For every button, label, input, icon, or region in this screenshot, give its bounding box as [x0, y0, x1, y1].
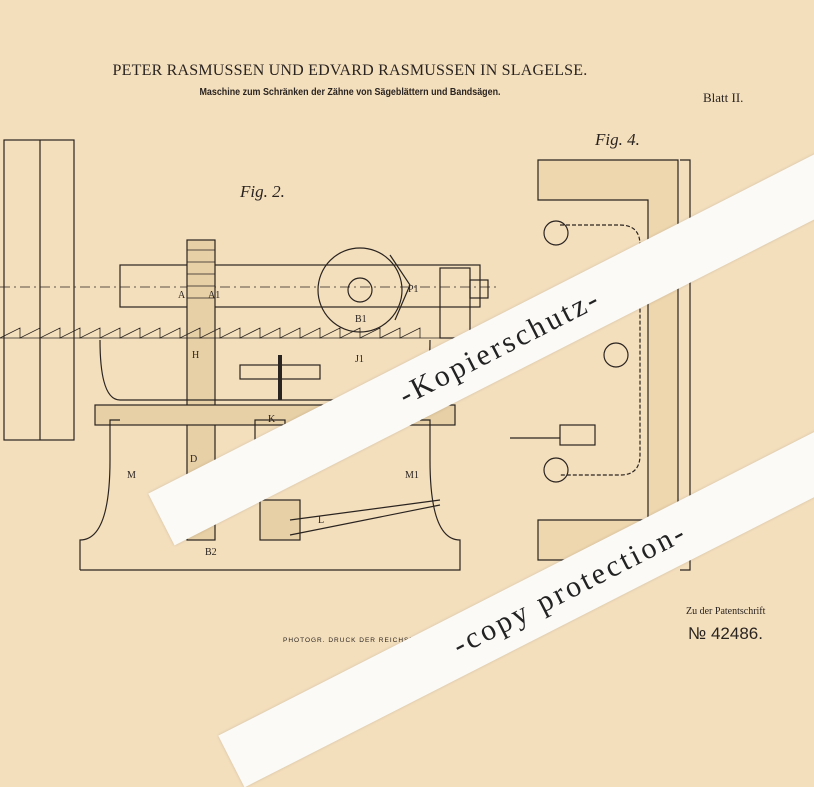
- label-m: M: [127, 470, 136, 481]
- label-k: K: [268, 414, 276, 425]
- label-b2: B2: [205, 547, 217, 558]
- pulley: [3, 139, 75, 441]
- patent-title: PETER RASMUSSEN UND EDVARD RASMUSSEN IN …: [112, 62, 588, 79]
- label-a1: A1: [208, 290, 220, 301]
- label-p1: P1: [408, 284, 419, 295]
- patent-number: № 42486.: [688, 624, 763, 643]
- label-b1: B1: [355, 314, 367, 325]
- label-m1: M1: [405, 470, 419, 481]
- patent-prefix: Zu der Patentschrift: [686, 606, 766, 617]
- figure-4-label: Fig. 4.: [595, 130, 640, 149]
- figure-2-label: Fig. 2.: [240, 182, 285, 201]
- label-l: L: [318, 515, 324, 526]
- label-j1: J1: [355, 354, 364, 365]
- label-h: H: [192, 350, 199, 361]
- label-a: A: [178, 290, 186, 301]
- fig4-frame: [537, 159, 679, 561]
- printer-note: PHOTOGR. DRUCK DER REICHSD: [283, 637, 416, 644]
- sheet-number: Blatt II.: [703, 90, 744, 105]
- patent-subtitle: Maschine zum Schränken der Zähne von Säg…: [199, 86, 501, 98]
- label-d: D: [190, 454, 197, 465]
- technical-drawing: A A1 B1 P1 H J1 K L M M1 D B2: [0, 139, 691, 571]
